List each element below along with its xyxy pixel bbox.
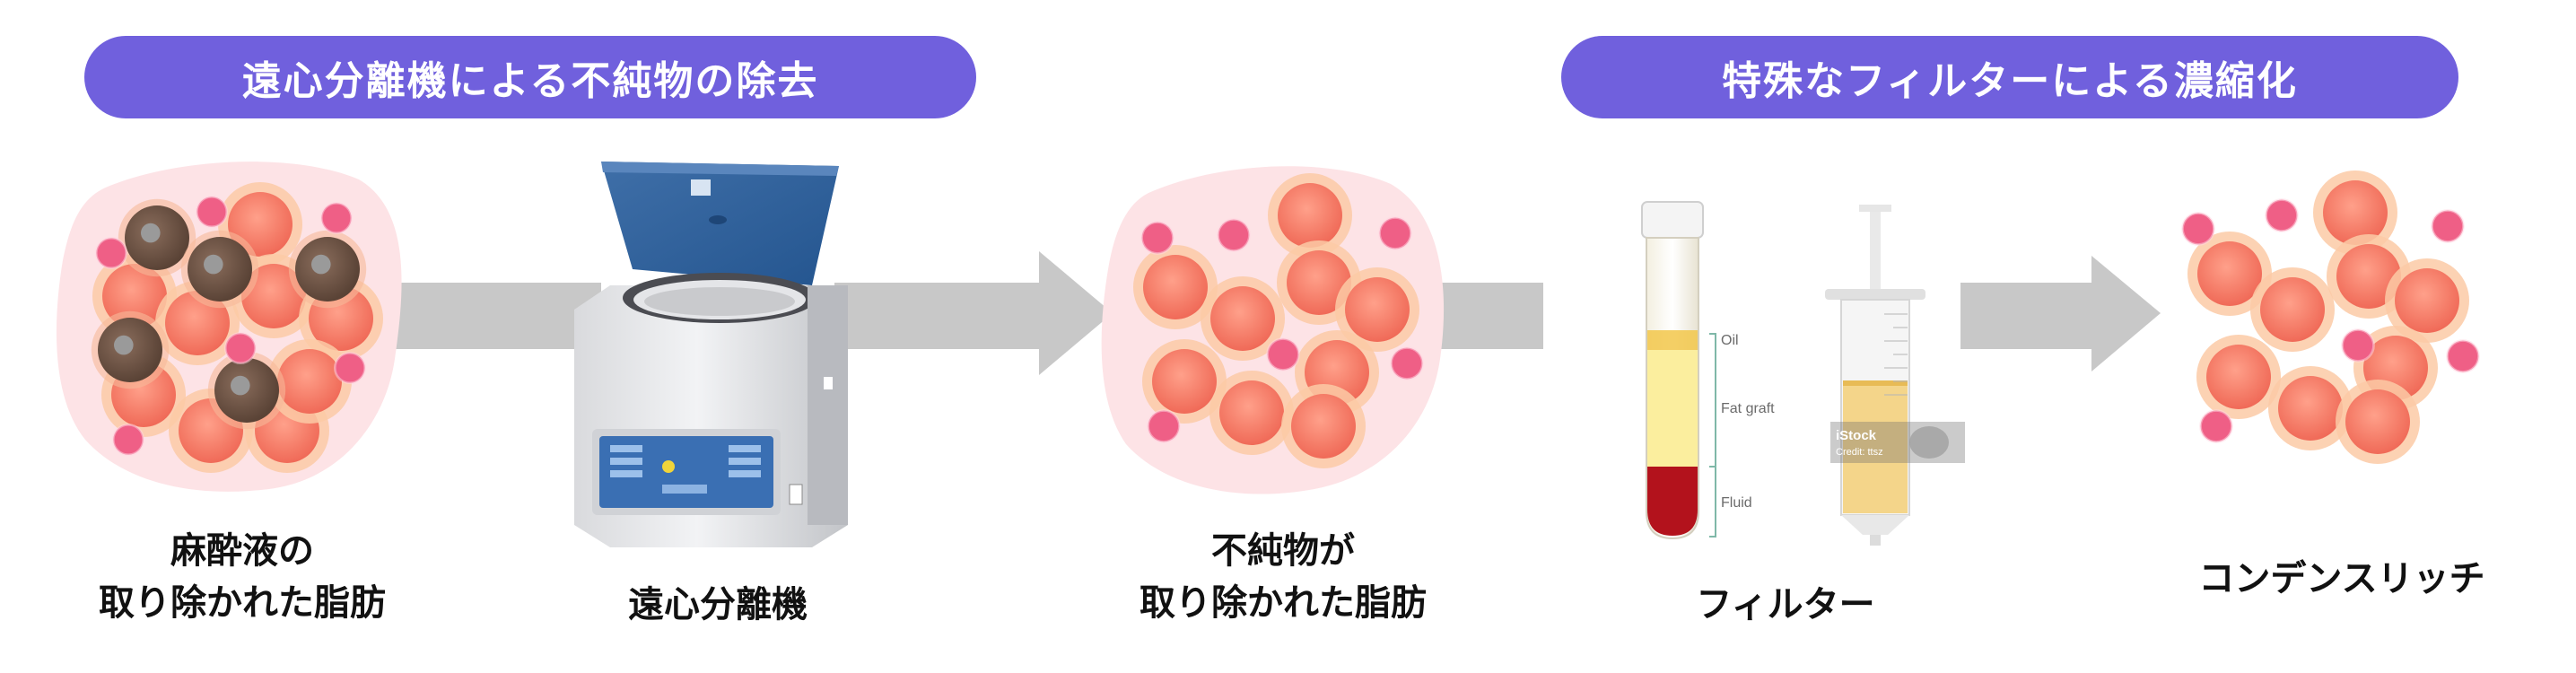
purified-fat-illustration	[1101, 166, 1445, 494]
arrow-centrifuge-to-purified	[834, 251, 1113, 375]
syringe	[1825, 205, 1925, 546]
tube-label-fat-graft: Fat graft	[1721, 401, 1775, 416]
label-anesthetic-fat: 麻酔液の 取り除かれた脂肪	[99, 530, 386, 624]
istock-watermark: iStock Credit: ttsz	[1830, 422, 1965, 463]
arrow-filter-to-condense	[1960, 256, 2161, 371]
watermark-brand: iStock	[1836, 428, 1877, 443]
label-centrifuge: 遠心分離機	[628, 584, 808, 625]
watermark-credit: Credit: ttsz	[1836, 447, 1883, 458]
fat-with-anesthetic-illustration	[56, 162, 402, 492]
arrow-to-centrifuge	[386, 283, 601, 349]
tube-label-oil: Oil	[1721, 333, 1739, 348]
filter-illustration: Oil Fat graft Fluid	[1641, 201, 1965, 546]
label-condense-rich: コンデンスリッチ	[2198, 558, 2485, 599]
header-centrifuge-removal: 遠心分離機による不純物の除去	[84, 36, 976, 118]
header-right-text: 特殊なフィルターによる濃縮化	[1722, 58, 2298, 104]
condense-rich-illustration	[2181, 170, 2480, 464]
label-filter: フィルター	[1696, 584, 1875, 625]
header-left-text: 遠心分離機による不純物の除去	[241, 58, 819, 104]
centrifuge-illustration	[574, 162, 848, 547]
arrow-purified-to-filter	[1427, 283, 1543, 349]
test-tube: Oil Fat graft Fluid	[1641, 201, 1775, 540]
label-purified-fat: 不純物が 取り除かれた脂肪	[1140, 530, 1427, 624]
tube-label-fluid: Fluid	[1721, 495, 1752, 511]
header-filter-concentration: 特殊なフィルターによる濃縮化	[1561, 36, 2458, 118]
